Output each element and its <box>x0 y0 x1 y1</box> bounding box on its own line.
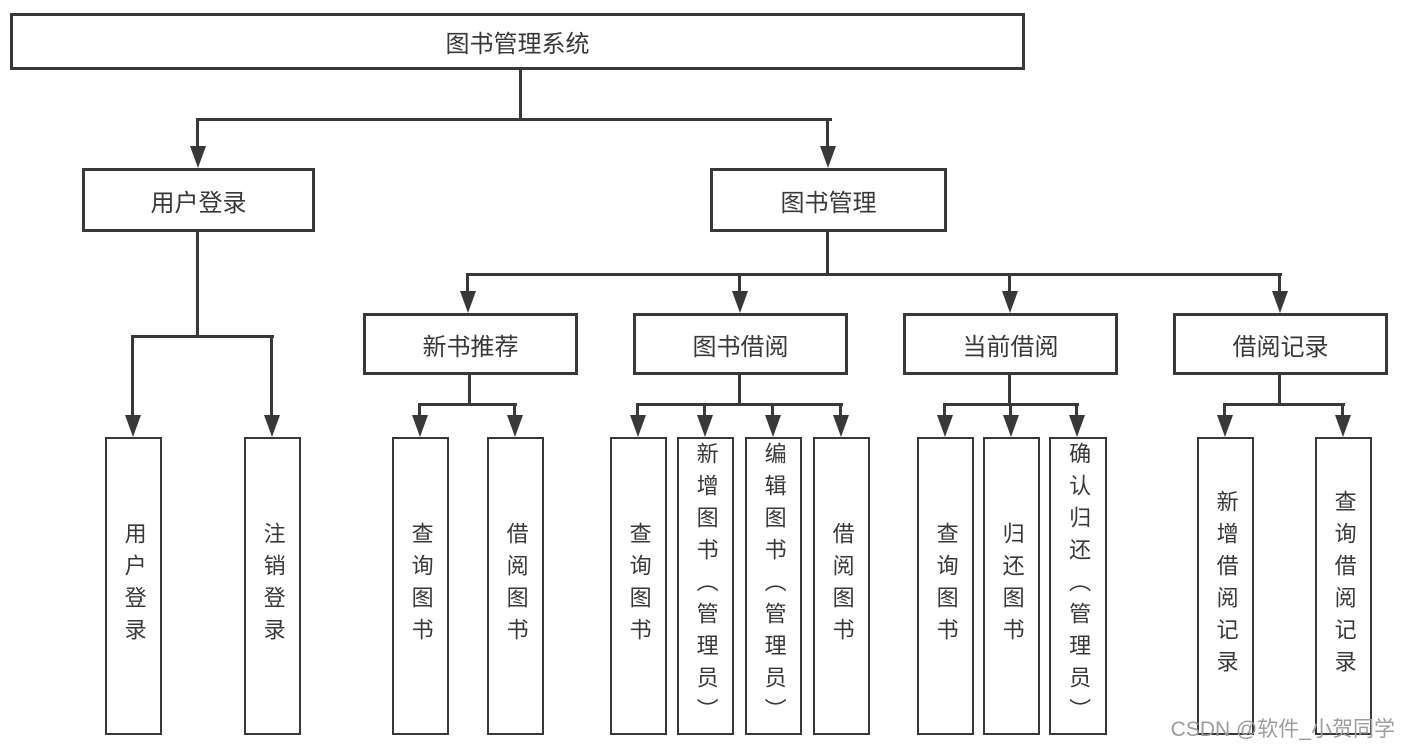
arrow-down-icon <box>190 146 206 168</box>
connector-line <box>418 403 517 406</box>
connector-line <box>131 335 134 419</box>
leaf-query-borrow-record: 查询借阅记录 <box>1315 437 1372 735</box>
leaf-logout: 注销登录 <box>244 437 301 735</box>
connector-line <box>1075 403 1078 419</box>
leaf-query-books-current: 查询图书 <box>917 437 974 735</box>
connector-line <box>839 403 842 419</box>
connector-line <box>738 375 741 403</box>
connector-line <box>703 403 706 419</box>
connector-line <box>771 403 774 419</box>
leaf-add-book-admin: 新增图书（管理员） <box>677 437 734 735</box>
watermark: CSDN @软件_小贺同学 <box>1170 718 1395 741</box>
connector-line <box>826 232 829 273</box>
arrow-down-icon <box>1069 415 1085 437</box>
node-library-management-system: 图书管理系统 <box>10 13 1025 70</box>
connector-line <box>826 118 829 150</box>
connector-line <box>196 232 199 335</box>
arrow-down-icon <box>833 415 849 437</box>
connector-line <box>1009 403 1012 419</box>
arrow-down-icon <box>1335 415 1351 437</box>
connector-line <box>738 273 741 295</box>
connector-line <box>943 403 946 419</box>
connector-line <box>466 273 1282 276</box>
connector-line <box>1341 403 1344 419</box>
connector-line <box>418 403 421 419</box>
connector-line <box>519 70 522 118</box>
node-new-book-recommendation: 新书推荐 <box>363 313 578 375</box>
leaf-user-login: 用户登录 <box>105 437 162 735</box>
arrow-down-icon <box>820 146 836 168</box>
arrow-down-icon <box>1272 291 1288 313</box>
arrow-down-icon <box>412 415 428 437</box>
connector-line <box>1278 375 1281 403</box>
node-borrowing-records: 借阅记录 <box>1173 313 1388 375</box>
leaf-query-books-recommend: 查询图书 <box>392 437 449 735</box>
leaf-borrow-books-recommend: 借阅图书 <box>487 437 544 735</box>
connector-line <box>466 273 469 295</box>
leaf-edit-book-admin: 编辑图书（管理员） <box>745 437 802 735</box>
connector-line <box>468 375 471 403</box>
node-book-management: 图书管理 <box>710 168 947 232</box>
leaf-query-books-borrowing: 查询图书 <box>610 437 667 735</box>
arrow-down-icon <box>697 415 713 437</box>
connector-line <box>1223 403 1226 419</box>
connector-line <box>270 335 273 419</box>
arrow-down-icon <box>732 291 748 313</box>
leaf-return-book: 归还图书 <box>983 437 1040 735</box>
connector-line <box>1008 375 1011 403</box>
arrow-down-icon <box>765 415 781 437</box>
arrow-down-icon <box>1002 291 1018 313</box>
connector-line <box>1223 403 1345 406</box>
arrow-down-icon <box>1217 415 1233 437</box>
node-current-borrowing: 当前借阅 <box>903 313 1118 375</box>
arrow-down-icon <box>264 415 280 437</box>
connector-line <box>131 335 274 338</box>
connector-line <box>1278 273 1281 295</box>
connector-line <box>636 403 843 406</box>
arrow-down-icon <box>507 415 523 437</box>
connector-line <box>196 118 832 121</box>
connector-line <box>636 403 639 419</box>
connector-line <box>1008 273 1011 295</box>
arrow-down-icon <box>460 291 476 313</box>
connector-line <box>196 118 199 150</box>
leaf-confirm-return-admin: 确认归还（管理员） <box>1049 437 1107 735</box>
arrow-down-icon <box>1003 415 1019 437</box>
node-user-login: 用户登录 <box>82 168 315 232</box>
node-book-borrowing: 图书借阅 <box>633 313 848 375</box>
connector-line <box>513 403 516 419</box>
arrow-down-icon <box>630 415 646 437</box>
arrow-down-icon <box>125 415 141 437</box>
leaf-borrow-books-borrowing: 借阅图书 <box>813 437 870 735</box>
leaf-add-borrow-record: 新增借阅记录 <box>1197 437 1254 735</box>
arrow-down-icon <box>937 415 953 437</box>
